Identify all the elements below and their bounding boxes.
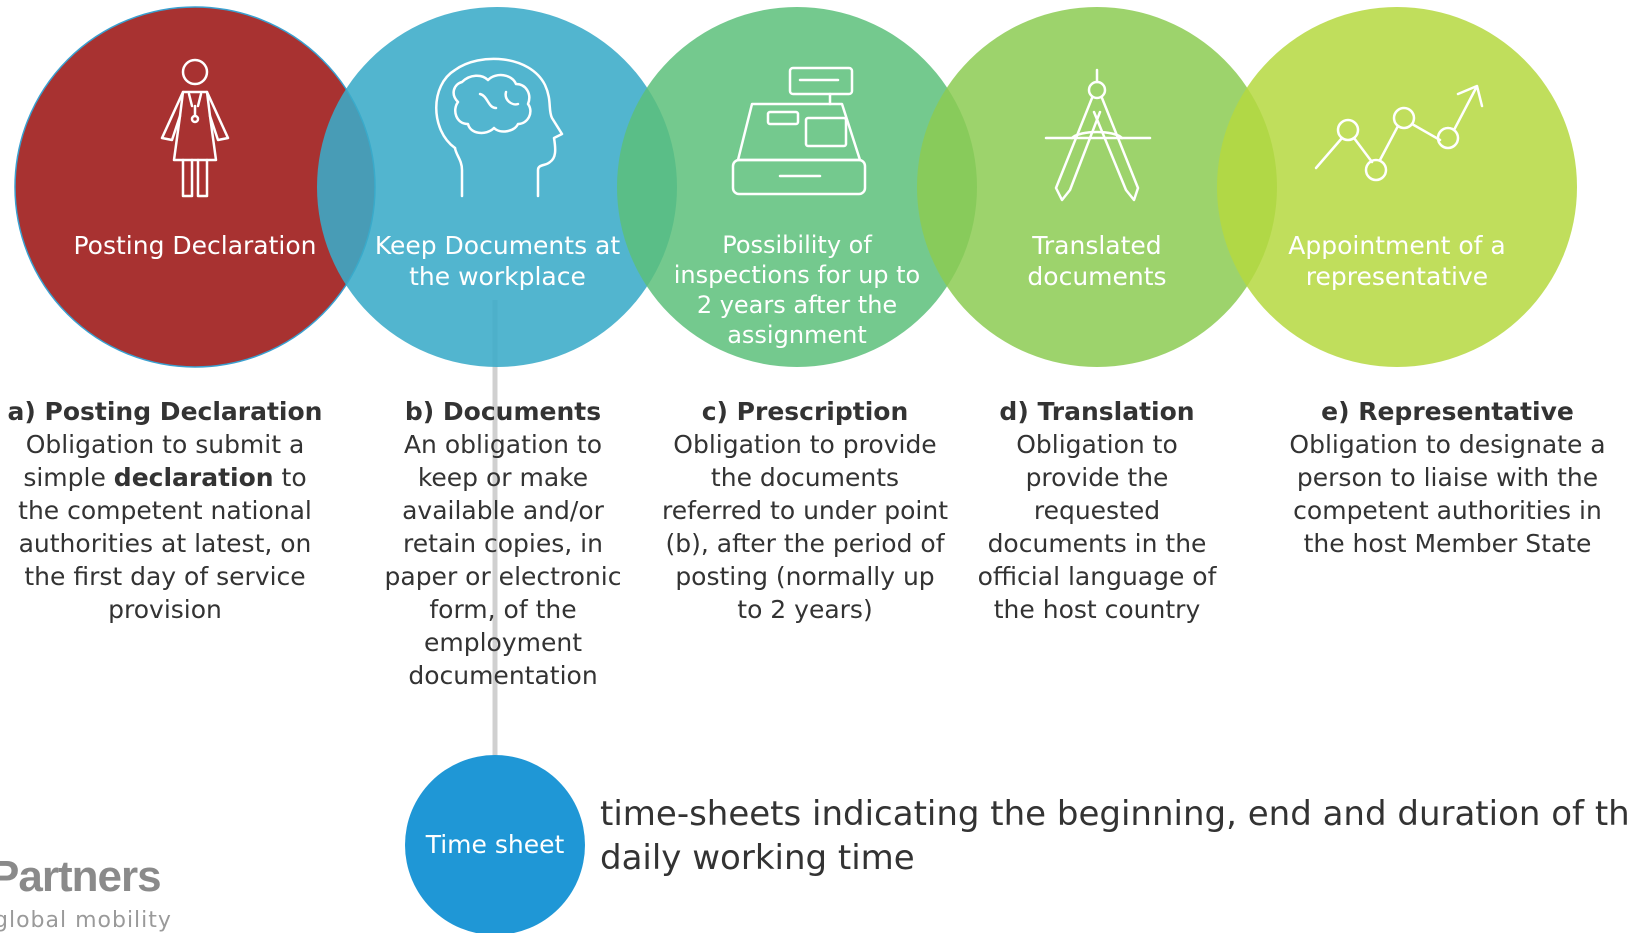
description-heading: d) Translation xyxy=(999,397,1195,426)
description-body: Obligation to provide the documents refe… xyxy=(661,430,949,624)
description-heading: a) Posting Declaration xyxy=(7,397,323,426)
circle-label-translated-documents: Translated documents xyxy=(1027,231,1167,291)
circle-label-representative: Appointment of a representative xyxy=(1288,231,1506,291)
circle-keep-documents xyxy=(317,7,677,367)
circle-time-sheet xyxy=(405,755,585,933)
doctor-icon xyxy=(160,58,230,198)
time-sheet-description: time-sheets indicating the beginning, en… xyxy=(600,794,1629,878)
description-body: An obligation to keep or make available … xyxy=(384,430,622,690)
description-posting-declaration: a) Posting Declaration Obligation to sub… xyxy=(5,395,325,626)
description-documents: b) Documents An obligation to keep or ma… xyxy=(378,395,628,692)
company-logo-tagline: global mobility xyxy=(0,908,172,933)
company-logo-name: Partners xyxy=(0,852,162,901)
head-brain-icon xyxy=(435,57,564,198)
description-heading: c) Prescription xyxy=(701,397,909,426)
description-body: Obligation to designate a person to liai… xyxy=(1289,430,1606,558)
cash-register-icon xyxy=(731,66,867,196)
description-heading: b) Documents xyxy=(404,397,602,426)
description-prescription: c) Prescription Obligation to provide th… xyxy=(660,395,950,626)
trend-chart-icon xyxy=(1314,84,1484,182)
circle-label-inspections: Possibility of inspections for up to 2 y… xyxy=(673,231,921,349)
circle-representative xyxy=(1217,7,1577,367)
time-sheet-label: Time sheet xyxy=(425,830,565,859)
description-representative: e) Representative Obligation to designat… xyxy=(1270,395,1625,560)
circle-inspections xyxy=(617,7,977,367)
description-body: Obligation to submit a simple declaratio… xyxy=(5,428,325,626)
circle-label-posting-declaration: Posting Declaration xyxy=(73,231,317,260)
compass-drawing-icon xyxy=(1044,68,1152,202)
description-body-post: to the competent national authorities at… xyxy=(18,463,312,624)
circle-label-keep-documents: Keep Documents at the workplace xyxy=(374,231,621,291)
description-body-pre: Obligation to submit a simple xyxy=(23,430,305,492)
description-translation: d) Translation Obligation to provide the… xyxy=(972,395,1222,626)
description-body-bold: declaration xyxy=(113,463,274,492)
circle-translated-documents xyxy=(917,7,1277,367)
description-heading: e) Representative xyxy=(1321,397,1574,426)
description-body: Obligation to provide the requested docu… xyxy=(977,430,1217,624)
